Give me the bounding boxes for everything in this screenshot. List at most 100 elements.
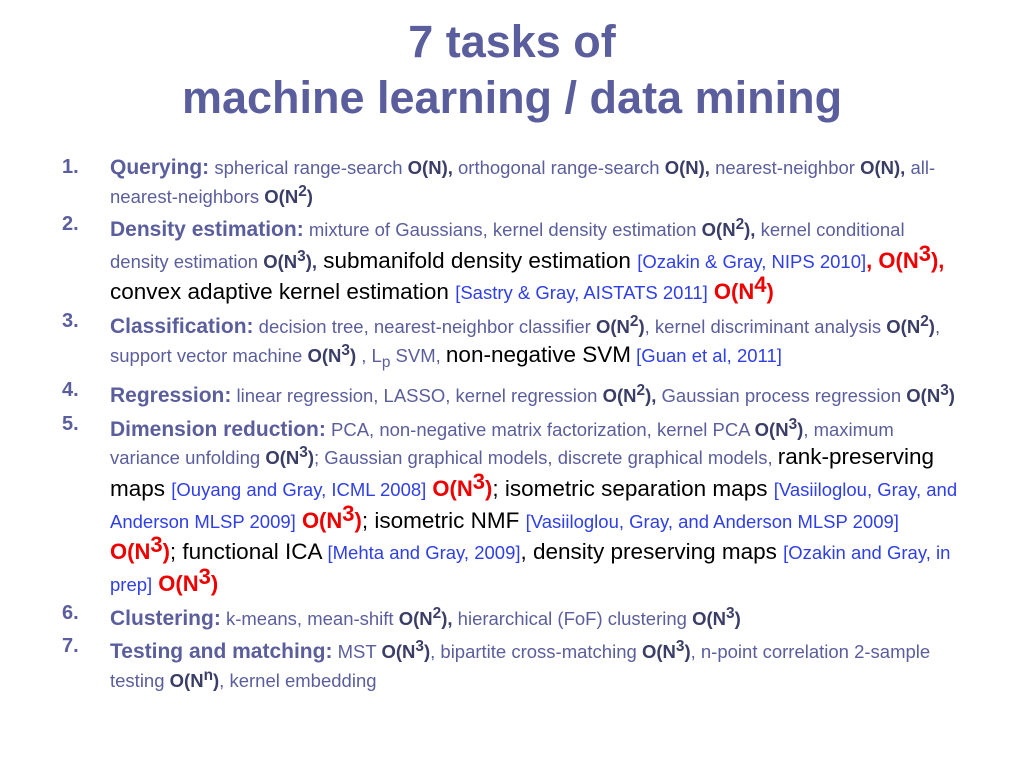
complexity: O(N: [307, 344, 342, 366]
complexity: ): [797, 418, 804, 440]
complexity: O(N: [602, 385, 637, 407]
citation: [Ouyang and Gray, ICML 2008]: [171, 479, 427, 501]
complexity: O(N: [754, 418, 789, 440]
complexity: O(N),: [407, 157, 453, 178]
task-list: 1.Querying: spherical range-search O(N),…: [62, 156, 967, 698]
task-text: PCA, non-negative matrix factorization, …: [325, 418, 755, 440]
complexity-exponent: n: [203, 667, 213, 685]
task-item: 3.Classification: decision tree, nearest…: [62, 310, 967, 374]
task-number: 3.: [62, 310, 79, 333]
citation: [Ozakin & Gray, NIPS 2010]: [637, 250, 867, 272]
complexity: ): [423, 641, 431, 663]
complexity-highlight: O(N: [152, 571, 199, 597]
task-text: , L: [356, 344, 382, 366]
task-number: 7.: [62, 635, 79, 658]
complexity-exponent: 2: [298, 182, 307, 200]
slide-title-line-1: 7 tasks of: [408, 16, 616, 67]
task-text: , n-point correlation 2-sample testing: [110, 641, 931, 692]
complexity-highlight-exponent: 3: [150, 532, 163, 558]
citation: [Sastry & Gray, AISTATS 2011]: [455, 282, 708, 304]
new-method: ; functional ICA: [169, 539, 328, 565]
complexity-highlight: O(N: [110, 539, 151, 565]
task-category: Density estimation:: [110, 218, 304, 242]
complexity: O(N: [886, 316, 921, 338]
new-method: ; isometric separation maps: [492, 476, 774, 502]
complexity-highlight-exponent: 3: [918, 240, 931, 266]
complexity-exponent: 2: [636, 382, 646, 400]
citation: [Mehta and Gray, 2009]: [327, 542, 521, 564]
complexity: ),: [645, 385, 657, 407]
citation: [Vasiiloglou, Gray, and Anderson MLSP 20…: [110, 479, 958, 532]
complexity-exponent: 2: [629, 313, 639, 331]
task-category: Regression:: [110, 384, 232, 408]
task-text: nearest-neighbor: [709, 157, 861, 178]
complexity-exponent: 3: [940, 382, 949, 400]
new-method: non-negative SVM: [445, 341, 632, 367]
complexity-exponent: 2: [432, 604, 442, 622]
complexity-highlight: O(N: [426, 476, 473, 502]
complexity-exponent: 3: [415, 638, 424, 656]
complexity: O(N: [692, 607, 726, 629]
complexity: O(N: [169, 670, 204, 692]
complexity-exponent: 3: [297, 247, 306, 265]
slide-title: 7 tasks of machine learning / data minin…: [0, 14, 1024, 126]
complexity-highlight: , O(N: [866, 247, 919, 273]
complexity-exponent: 3: [675, 638, 685, 656]
complexity: ): [734, 607, 741, 629]
complexity: O(N: [381, 641, 416, 663]
task-item: 7.Testing and matching: MST O(N3), bipar…: [62, 635, 967, 692]
subscript: p: [381, 353, 391, 371]
complexity-exponent: 2: [735, 216, 745, 234]
complexity-exponent: 3: [726, 604, 735, 622]
task-text: , kernel discriminant analysis: [644, 316, 887, 338]
new-method: submanifold density estimation: [317, 247, 638, 273]
task-item: 1.Querying: spherical range-search O(N),…: [62, 156, 967, 208]
slide-title-line-2: machine learning / data mining: [181, 72, 843, 123]
task-text: , bipartite cross-matching: [430, 641, 642, 663]
new-method: ; isometric NMF: [361, 507, 526, 533]
complexity: O(N: [264, 185, 299, 207]
task-item: 6.Clustering: k-means, mean-shift O(N2),…: [62, 602, 967, 631]
complexity: O(N: [398, 607, 433, 629]
complexity-exponent: 2: [920, 313, 929, 331]
complexity-highlight-exponent: 3: [198, 564, 211, 590]
complexity-highlight: O(N: [707, 279, 755, 305]
complexity: O(N),: [860, 157, 906, 178]
complexity: O(N: [701, 219, 736, 241]
complexity-highlight: O(N: [295, 507, 343, 533]
task-number: 1.: [62, 156, 79, 178]
task-number: 4.: [62, 379, 79, 402]
new-method: rank-preserving maps: [110, 444, 935, 502]
task-category: Testing and matching:: [110, 640, 333, 664]
task-text: MST: [332, 641, 382, 663]
task-number: 5.: [62, 412, 79, 435]
task-text: mixture of Gaussians, kernel density est…: [303, 219, 702, 241]
task-text: spherical range-search: [209, 157, 408, 178]
complexity: ): [307, 447, 314, 469]
complexity-highlight: ): [766, 279, 774, 305]
task-number: 6.: [62, 601, 79, 624]
complexity-highlight-exponent: 3: [472, 469, 486, 495]
task-text: k-means, mean-shift: [220, 607, 399, 629]
complexity-highlight-exponent: 4: [754, 272, 767, 298]
complexity: ),: [744, 219, 756, 241]
complexity: O(N: [595, 316, 630, 338]
task-text: ; Gaussian graphical models, discrete gr…: [313, 447, 778, 469]
task-text: Gaussian process regression: [656, 385, 907, 407]
new-method: convex adaptive kernel estimation: [110, 279, 456, 305]
task-category: Dimension reduction:: [110, 417, 326, 441]
complexity-highlight: ): [354, 507, 362, 533]
complexity: ): [306, 185, 313, 207]
new-method: , density preserving maps: [520, 539, 784, 565]
complexity: ): [638, 316, 645, 338]
task-text: orthogonal range-search: [452, 157, 665, 178]
task-text: kernel conditional density estimation: [110, 219, 905, 272]
complexity: O(N),: [664, 157, 710, 178]
citation: [Ozakin and Gray, in prep]: [110, 542, 951, 596]
complexity: O(N: [641, 641, 676, 663]
complexity: ): [349, 344, 357, 366]
complexity: ): [684, 641, 691, 663]
citation: [Guan et al, 2011]: [631, 344, 782, 366]
complexity-highlight: ): [485, 476, 493, 502]
